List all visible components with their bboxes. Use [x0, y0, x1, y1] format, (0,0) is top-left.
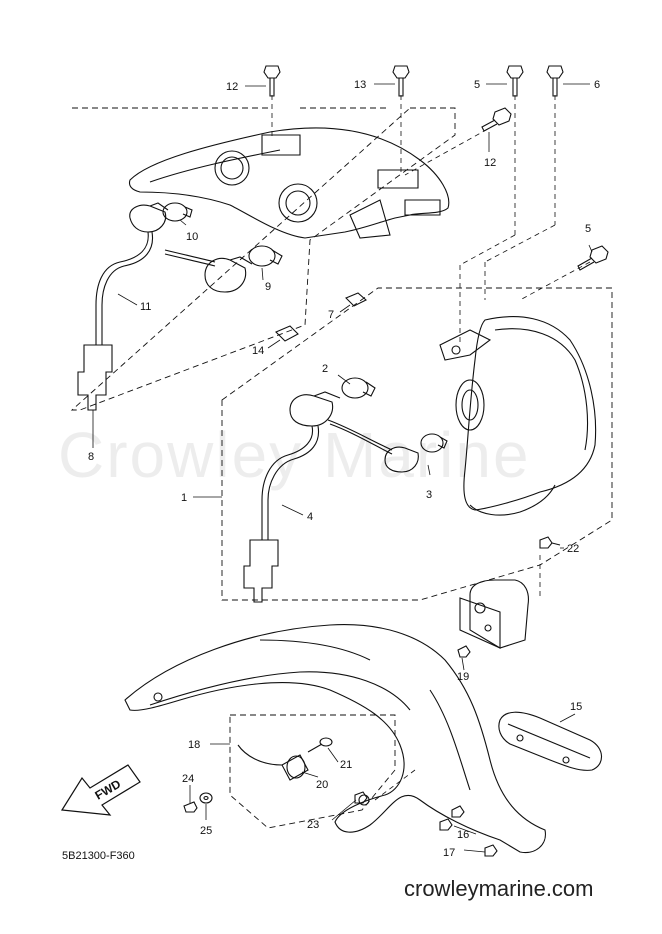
callout-16: 16: [457, 829, 469, 841]
callout-14: 14: [252, 345, 264, 357]
callout-5-top: 5: [474, 79, 480, 91]
tail-bulb-2: [289, 377, 376, 427]
bolt-5-top: [506, 65, 524, 97]
reflector-15: [498, 711, 603, 771]
bolt-12-top: [263, 65, 281, 97]
callout-3: 3: [426, 489, 432, 501]
bolt-12-side: [481, 107, 512, 132]
rear-fender: [124, 624, 546, 854]
website-link[interactable]: crowleymarine.com: [404, 876, 594, 901]
bolt-5-side: [577, 245, 609, 271]
callout-23: 23: [307, 819, 319, 831]
upper-harness-11: [77, 231, 216, 411]
screw-19: [457, 645, 471, 658]
upper-bulb-10: [129, 202, 193, 233]
callout-19: 19: [457, 671, 469, 683]
callout-15: 15: [570, 701, 582, 713]
socket-20: [237, 744, 309, 781]
callout-4: 4: [307, 511, 313, 523]
callout-9: 9: [265, 281, 271, 293]
callout-1: 1: [181, 492, 187, 504]
bolt-13: [392, 65, 410, 97]
callout-8: 8: [88, 451, 94, 463]
washer-25: [199, 792, 213, 804]
watermark: Crowley Marine: [58, 419, 531, 491]
callout-18: 18: [188, 739, 200, 751]
assembly-1-dashed-box: [221, 287, 613, 601]
upper-bulb-9: [204, 245, 283, 293]
license-light-19: [459, 579, 529, 649]
screw-22: [539, 536, 561, 549]
callout-7: 7: [328, 309, 334, 321]
callout-21: 21: [340, 759, 352, 771]
upper-lens-housing: [128, 127, 450, 239]
callout-5-side: 5: [585, 223, 591, 235]
screw-6: [546, 65, 564, 97]
callout-leaders: [92, 83, 593, 853]
callout-20: 20: [316, 779, 328, 791]
callout-13: 13: [354, 79, 366, 91]
callout-10: 10: [186, 231, 198, 243]
nut-17: [484, 844, 498, 857]
assembly-18-dashed-box: [229, 714, 396, 829]
drawing-code: 5B21300-F360: [62, 850, 135, 862]
callout-numbers: 12 13 5 6 12 10 9 11 5 7 14 2 8 3 1 4 22…: [88, 79, 600, 859]
tail-harness-4: [243, 419, 393, 603]
callout-12-side: 12: [484, 157, 496, 169]
clip-14: [275, 325, 299, 342]
nut-16: [439, 805, 465, 831]
fastener-guide-lines: [271, 95, 591, 801]
fwd-label: FWD: [93, 777, 124, 803]
callout-25: 25: [200, 825, 212, 837]
assembly-8-dashed-box: [70, 107, 456, 411]
callout-6: 6: [594, 79, 600, 91]
callout-22: 22: [567, 543, 579, 555]
bulb-21: [307, 737, 333, 753]
callout-24: 24: [182, 773, 194, 785]
callout-17: 17: [443, 847, 455, 859]
tail-lens-housing: [439, 316, 597, 516]
screw-24: [183, 801, 198, 813]
tail-bulb-3: [384, 433, 448, 473]
fwd-arrow-icon: FWD: [60, 764, 141, 816]
callout-11: 11: [140, 301, 151, 313]
callout-2: 2: [322, 363, 328, 375]
clip-7: [345, 292, 367, 307]
nut-23: [354, 791, 368, 804]
callout-12-top: 12: [226, 81, 238, 93]
